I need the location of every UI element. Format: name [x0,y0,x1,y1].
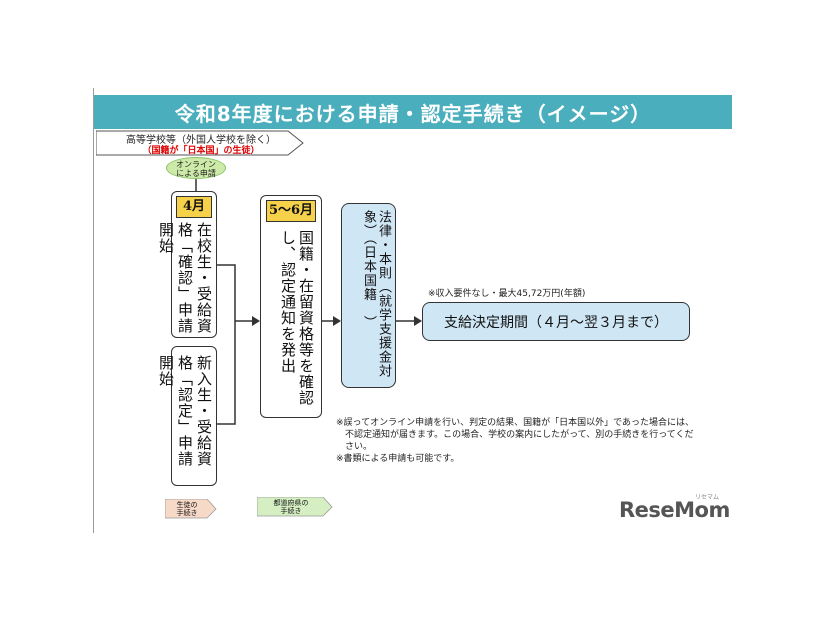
prefecture-confirm-box: 5～6月 国籍・在留資格等を確認し、認定通知を発出 [260,195,322,418]
month-april: 4月 [176,196,212,218]
school-nationality-label: （国籍が「日本国」の生徒） [142,146,260,156]
resemom-logo: ReseMom [619,498,730,522]
new-student-text: 新入生・受給資格「認定」申請開始 [157,355,213,467]
legend-student-line2: 手続き [176,509,198,517]
online-application-bubble: オンライン による申請 [166,157,226,179]
page-title: 令和8年度における申請・認定手続き（イメージ） [174,101,652,126]
step1-merge-line [215,264,236,425]
legend-prefecture-shape [257,497,333,517]
tag-students: 新入生・在校生 [596,137,722,157]
income-note: ※収入要件なし・最大45,72万円(年額) [428,289,586,299]
confirm-notice-text: 国籍・在留資格等を確認し、認定通知を発出 [279,230,315,406]
legend-student-procedure: 生徒の 手続き [165,499,217,519]
current-student-text: 在校生・受給資格「確認」申請開始 [157,222,213,334]
month-may-june: 5～6月 [266,200,316,222]
tag-nationality: 国籍「日本国」 [459,137,583,157]
note-line: ※誤ってオンライン申請を行い、判定の結果、国籍が「日本国以外」であった場合には、 [336,418,695,428]
legend-student-shape [165,499,217,519]
school-type-label: 高等学校等（外国人学校を除く） [126,135,276,146]
legend-prefecture-procedure: 都道府県の 手続き [257,497,333,517]
payment-decision-box: 支給決定期間（４月～翌３月まで） [422,302,690,341]
legend-student-line1: 生徒の [176,501,198,509]
note-line: さい。 [336,442,373,452]
note-line: 不認定通知が届きます。この場合、学校の案内にしたがって、別の手続きを行ってくだ [336,430,694,440]
new-student-certify-box: 新入生・受給資格「認定」申請開始 [157,346,217,486]
arrow-head-2 [333,316,341,326]
school-arrow-shape [96,130,304,156]
online-bubble-line1: オンライン [176,160,216,169]
legend-prefecture-line1: 都道府県の [273,499,309,507]
payment-decision-text: 支給決定期間（４月～翌３月まで） [444,314,668,331]
resemom-logo-kana: リセマム [695,494,720,501]
arrow-head-3 [414,316,422,326]
school-type-arrow: 高等学校等（外国人学校を除く） （国籍が「日本国」の生徒） [96,130,304,156]
left-divider-line [93,88,94,533]
title-bar: 令和8年度における申請・認定手続き（イメージ） 国籍「日本国」 新入生・在校生 [94,95,732,157]
note-line: ※書類による申請も可能です。 [336,454,460,464]
notes-block: ※誤ってオンライン申請を行い、判定の結果、国籍が「日本国以外」であった場合には、… [336,417,716,465]
law-main-rule-box: 法律・本則（就学支援金対象）（日本国籍 ） [341,203,396,388]
legend-prefecture-line2: 手続き [280,507,302,515]
arrow-head-1 [252,316,260,326]
online-bubble-line2: による申請 [176,169,216,178]
law-text: 法律・本則（就学支援金対象）（日本国籍 ） [361,210,391,378]
current-student-confirm-box: 4月 在校生・受給資格「確認」申請開始 [157,191,217,338]
